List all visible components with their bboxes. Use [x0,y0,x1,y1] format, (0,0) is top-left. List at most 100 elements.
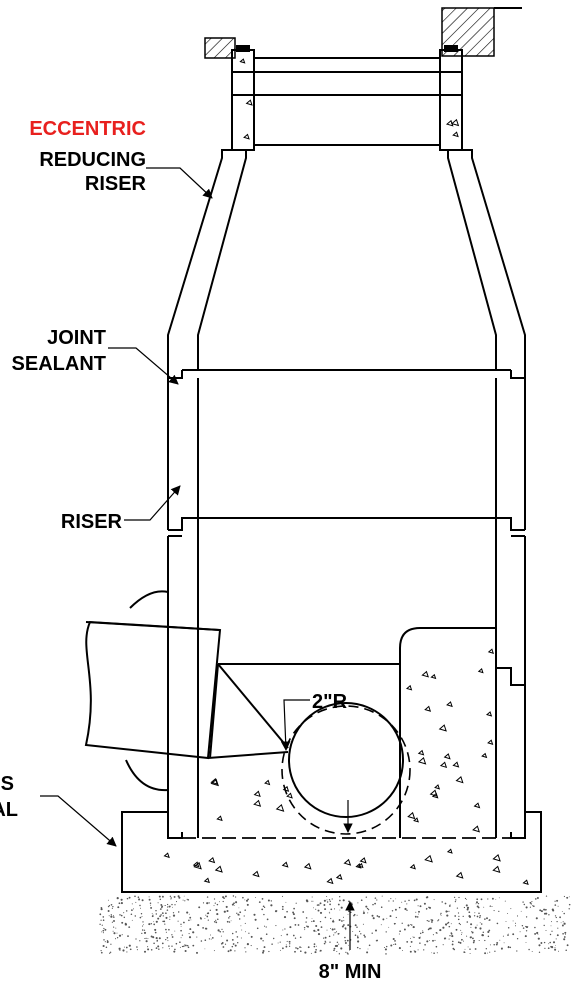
gravel-dot [166,909,169,911]
gravel-dot [525,916,528,918]
gravel-dot [442,926,445,929]
gravel-dot [281,895,284,897]
gravel-dot [140,913,143,915]
gravel-dot [165,912,167,915]
gravel-dot [150,949,153,951]
gravel-dot [292,911,295,914]
gravel-dot [433,952,435,954]
gravel-dot [392,900,394,902]
gravel-dot [448,910,450,912]
gravel-dot [404,907,407,911]
gravel-dot [153,921,155,923]
gravel-dot [473,915,476,917]
gravel-dot [155,913,157,915]
gravel-dot [223,897,225,899]
gravel-dot [544,909,546,911]
gravel-dot [147,948,150,951]
gravel-dot [539,909,542,912]
gravel-dot [331,898,333,900]
gravel-dot [217,929,220,932]
gravel-dot [280,935,282,937]
gravel-dot [550,925,552,927]
gravel-dot [414,915,417,918]
gravel-dot [449,904,451,906]
gravel-dot [456,907,459,909]
gravel-dot [491,897,494,900]
gravel-dot [330,917,332,920]
gravel-dot [213,950,215,952]
gravel-dot [110,943,112,945]
gravel-dot [425,896,428,899]
gravel-dot [149,902,152,904]
gravel-dot [305,917,308,919]
gravel-dot [367,948,369,950]
gravel-dot [392,937,395,941]
aggregate-mark [473,802,481,809]
gravel-dot [206,896,209,898]
gravel-dot [117,906,120,909]
gravel-dot [459,941,462,944]
gravel-dot [451,935,454,938]
gravel-dot [329,912,331,914]
gravel-dot [562,921,564,923]
gravel-dot [151,915,154,918]
gravel-dot [126,951,128,953]
gravel-dot [555,938,557,940]
gravel-dot [345,951,347,954]
aggregate-mark [455,871,464,879]
gravel-dot [213,898,216,900]
gravel-dot [196,936,198,938]
gravel-dot [141,932,143,935]
gravel-dot [409,945,411,947]
gravel-dot [340,947,343,950]
gravel-dot [161,906,163,909]
gravel-dot [437,919,440,921]
gravel-dot [494,950,496,952]
gravel-dot [160,914,162,916]
gravel-dot [426,907,428,909]
gravel-dot [183,945,185,948]
gravel-dot [305,921,307,923]
gravel-dot [179,946,181,948]
gravel-dot [501,947,503,949]
gravel-dot [134,915,137,917]
gravel-dot [152,936,155,939]
aggregate-mark [472,825,480,833]
gravel-dot [231,932,234,935]
gravel-dot [139,904,141,907]
gravel-dot [245,931,247,933]
gravel-dot [204,918,206,920]
gravel-dot [463,906,466,909]
aggregate-mark [343,858,352,866]
gravel-dot [222,900,224,903]
gravel-dot [564,931,567,934]
gravel-dot [238,907,240,909]
gravel-dot [412,936,414,938]
gravel-dot [123,946,125,948]
gravel-dot [480,923,483,925]
gravel-dot [110,915,113,918]
gravel-dot [240,925,242,927]
gravel-dot [468,911,471,914]
gravel-dot [333,908,336,910]
gravel-dot [565,949,567,952]
gravel-dot [472,937,474,940]
aggregate-mark [485,711,493,717]
aggregate-mark [163,852,170,859]
gravel-dot [532,905,535,908]
gravel-dot [469,948,471,950]
gravel-dot [315,945,317,947]
gravel-dot [124,922,127,925]
gravel-dot [268,950,270,953]
gravel-dot [359,947,361,950]
gravel-dot [350,911,352,914]
leaders [40,167,355,950]
gravel-dot [169,918,171,920]
gravel-dot [457,912,460,914]
gravel-dot [196,951,198,954]
gravel-dot [324,936,327,939]
gravel-dot [340,906,343,909]
gravel-dot [231,903,234,906]
gravel-dot [434,939,436,941]
gravel-dot [360,933,362,935]
